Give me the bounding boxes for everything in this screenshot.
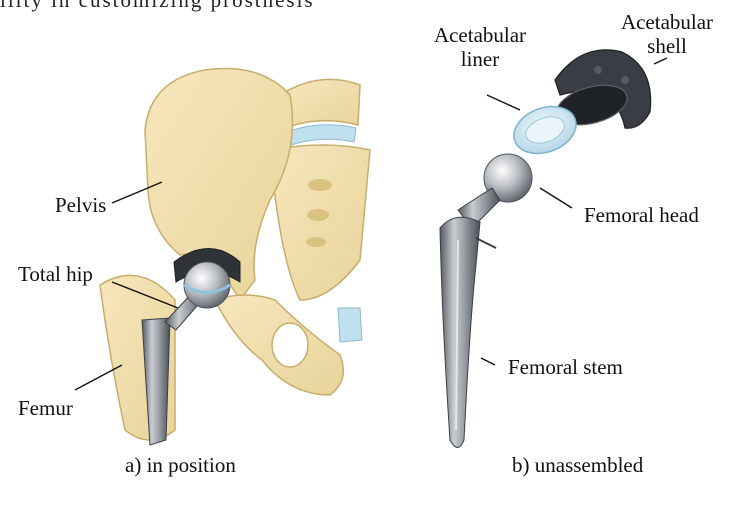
acetabular-liner-line1: Acetabular xyxy=(410,23,550,47)
femoral-head-label: Femoral head xyxy=(584,203,699,227)
pubic-symphysis xyxy=(338,308,362,342)
acetabular-shell-line2: shell xyxy=(597,34,737,58)
stem-leader xyxy=(481,358,495,365)
caption-b: b) unassembled xyxy=(512,453,643,478)
disc xyxy=(286,125,356,146)
acetabular-shell-line1: Acetabular xyxy=(597,10,737,34)
acetabular-shell-label: Acetabular shell xyxy=(597,10,737,58)
panel-b-drawing xyxy=(440,50,667,448)
panel-a-drawing xyxy=(75,68,370,445)
caption-a: a) in position xyxy=(125,453,236,478)
acetabular-liner-line2: liner xyxy=(410,47,550,71)
head-leader xyxy=(540,188,572,208)
femoral-stem-label: Femoral stem xyxy=(508,355,623,379)
pelvis-label: Pelvis xyxy=(55,193,106,217)
femur-label: Femur xyxy=(18,396,73,420)
total-hip-label: Total hip xyxy=(18,262,93,286)
implanted-head xyxy=(184,262,230,308)
femoral-stem xyxy=(440,217,480,447)
liner-leader xyxy=(487,95,520,110)
shell-leader xyxy=(654,58,667,64)
acetabular-liner-label: Acetabular liner xyxy=(410,23,550,71)
obturator-foramen xyxy=(272,323,308,367)
